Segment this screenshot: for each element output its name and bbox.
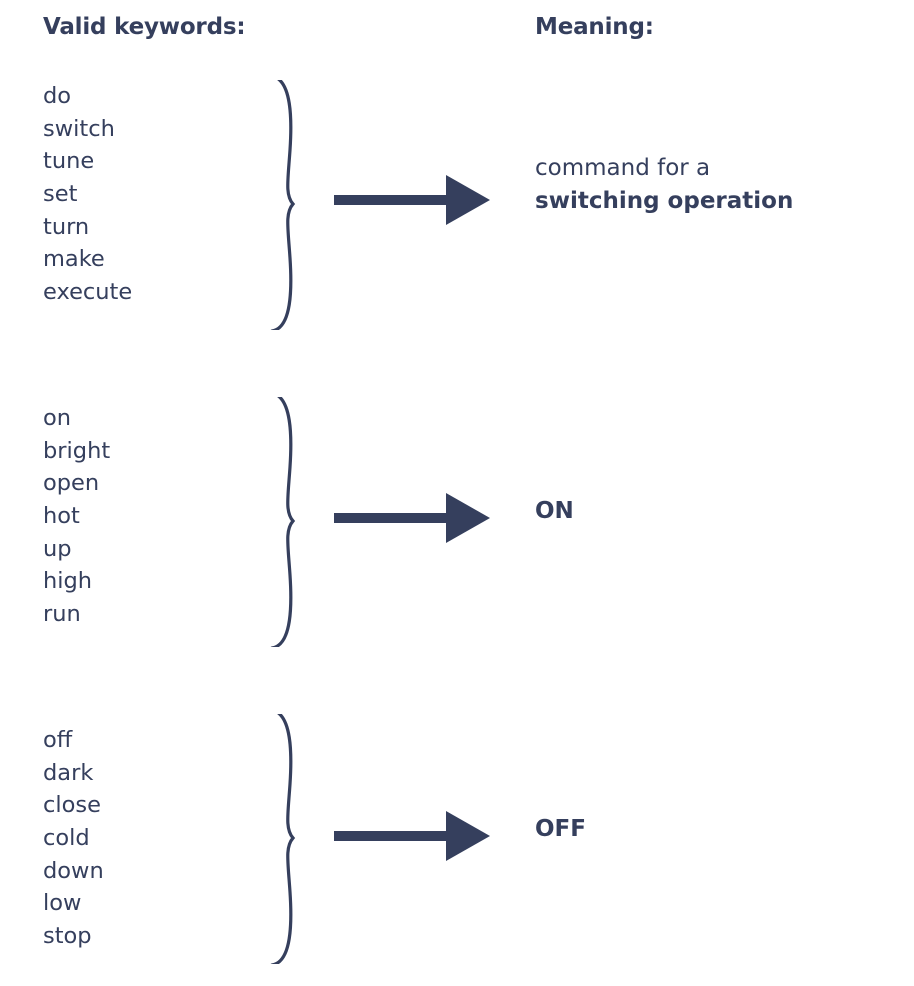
keyword-list: off dark close cold down low stop [43, 724, 104, 953]
keyword: low [43, 890, 82, 917]
keyword: high [43, 568, 93, 595]
meaning-line-plain: command for a [535, 155, 711, 181]
keyword: do [43, 83, 72, 109]
keyword-list: do switch tune set turn make execute [43, 80, 132, 309]
right-arrow-icon [334, 493, 490, 543]
keyword: dark [43, 759, 94, 786]
keyword-group-switching: do switch tune set turn make execute com… [0, 80, 914, 330]
keyword: hot [43, 503, 80, 530]
keyword: up [43, 535, 72, 562]
keyword: switch [43, 115, 115, 142]
right-arrow-icon [334, 811, 490, 861]
keyword: run [43, 601, 81, 628]
keyword: close [43, 792, 101, 819]
meaning-line-bold: OFF [535, 816, 586, 842]
right-brace-icon [270, 714, 296, 964]
right-brace-icon [270, 397, 296, 647]
right-brace-icon [270, 80, 296, 330]
keywords-header: Valid keywords: [43, 14, 246, 40]
keyword: down [43, 857, 104, 884]
keyword: on [43, 405, 72, 431]
keyword-group-off: off dark close cold down low stop OFF [0, 714, 914, 964]
meaning-line-bold: switching operation [535, 188, 794, 214]
keyword-list: on bright open hot up high run [43, 402, 110, 631]
meaning-text: ON [535, 495, 574, 528]
keyword-group-on: on bright open hot up high run ON [0, 397, 914, 647]
keyword: bright [43, 437, 111, 464]
meaning-text: command for a switching operation [535, 152, 793, 218]
keyword: off [43, 727, 73, 753]
meaning-line-bold: ON [535, 498, 574, 524]
meaning-header: Meaning: [535, 14, 654, 40]
right-arrow-icon [334, 175, 490, 225]
keyword: cold [43, 825, 90, 852]
keyword: tune [43, 148, 95, 175]
keyword: open [43, 470, 100, 497]
keyword: execute [43, 279, 133, 306]
meaning-text: OFF [535, 813, 586, 846]
keyword: turn [43, 213, 90, 240]
keyword: set [43, 181, 78, 208]
keyword: stop [43, 923, 92, 950]
keyword: make [43, 246, 105, 273]
